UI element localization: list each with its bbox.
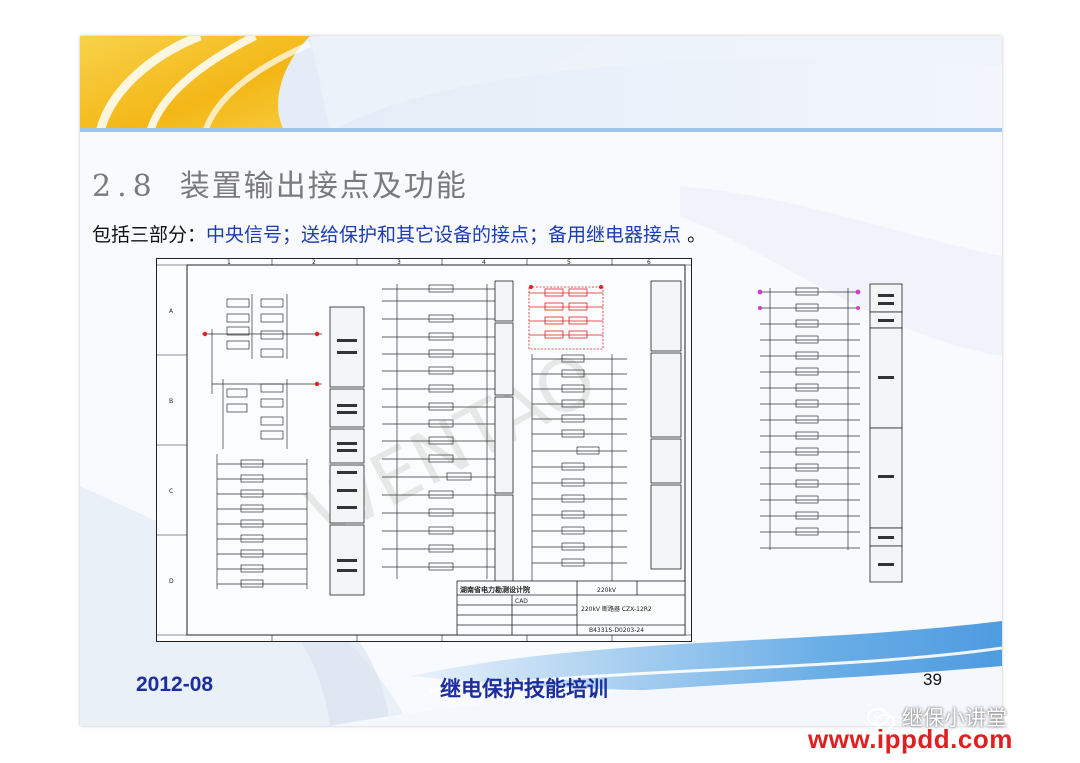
col-label-6: 6 <box>647 259 651 266</box>
footer-title: 继电保护技能培训 <box>440 677 608 701</box>
section-number: 2.8 <box>92 169 158 204</box>
subtitle-lead: 包括三部分： <box>92 224 207 246</box>
col-label-5: 5 <box>567 259 571 266</box>
title-text: 装置输出接点及功能 <box>179 169 468 204</box>
wechat-icon <box>867 708 895 730</box>
wechat-account-name: 继保小讲堂 <box>902 706 1007 730</box>
title-block-voltage: 220kV <box>597 587 617 594</box>
slide: 2.8 装置输出接点及功能 包括三部分：中央信号；送给保护和其它设备的接点；备用继… <box>80 36 1002 726</box>
col-label-2: 2 <box>312 259 316 266</box>
row-label-c: C <box>169 488 173 495</box>
footer-date: 2012-08 <box>136 673 214 696</box>
subtitle-end: 。 <box>681 224 707 246</box>
wiring-diagram-right <box>757 283 903 583</box>
slide-subtitle: 包括三部分：中央信号；送给保护和其它设备的接点；备用继电器接点 。 <box>92 220 706 247</box>
row-label-a: A <box>169 308 174 315</box>
title-block-org: 湖南省电力勘测设计院 <box>460 585 530 594</box>
wiring-diagram-main: 1 2 3 4 5 6 A B C D WENTAO <box>156 258 692 642</box>
title-block-drawing-no: B4331S-D0203-24 <box>589 627 644 634</box>
col-label-4: 4 <box>482 259 486 266</box>
slide-title: 2.8 装置输出接点及功能 <box>92 161 468 205</box>
col-label-1: 1 <box>227 259 231 266</box>
row-label-d: D <box>169 578 174 585</box>
site-watermark: www.ippdd.com <box>808 724 1013 754</box>
row-label-b: B <box>169 398 173 405</box>
title-block-drawing-title: 220kV 断路器 CZX-12R2 <box>581 605 652 613</box>
title-block-cad: CAD <box>515 598 528 605</box>
subtitle-items: 中央信号；送给保护和其它设备的接点；备用继电器接点 <box>206 224 682 246</box>
page-number: 39 <box>923 670 942 689</box>
col-label-3: 3 <box>397 259 401 266</box>
wechat-watermark: 继保小讲堂 <box>866 702 1007 732</box>
